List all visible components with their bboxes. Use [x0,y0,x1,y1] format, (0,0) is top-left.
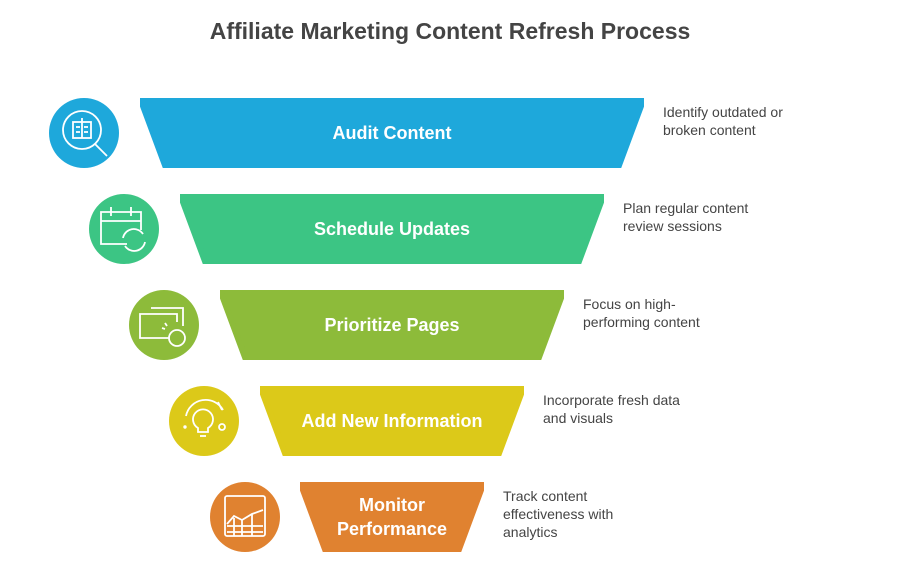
step-4-label: Add New Information [301,411,483,431]
step-4-band: Add New Information [260,386,524,456]
step-3-label: Prioritize Pages [324,315,460,335]
step-1-band: Audit Content [140,98,644,168]
step-5-band: Monitor Performance [300,482,484,552]
step-2-description: Plan regular content review sessions [623,200,749,234]
step-1-icon-circle [49,98,119,168]
step-1-label: Audit Content [332,123,452,143]
step-3-band: Prioritize Pages [220,290,564,360]
step-5-description: Track content effectiveness with analyti… [503,488,614,540]
diagram-title: Affiliate Marketing Content Refresh Proc… [209,18,691,44]
calendar-refresh-icon [100,207,146,252]
step-3-icon-circle [129,290,199,360]
step-4-description: Incorporate fresh data and visuals [543,392,680,426]
step-4-icon-circle [169,386,239,456]
step-2-label: Schedule Updates [313,219,471,239]
step-2-band: Schedule Updates [180,194,604,264]
step-1-description: Identify outdated or broken content [663,104,783,138]
step-5-label: Monitor Performance [336,495,448,539]
step-2-icon-circle [89,194,159,264]
chart-grid-icon [224,495,266,537]
step-3-description: Focus on high-performing content [583,296,700,330]
step-5-icon-circle [210,482,280,552]
document-search-icon [62,110,108,157]
pages-click-icon [139,307,186,347]
lightbulb-icon [183,398,226,437]
